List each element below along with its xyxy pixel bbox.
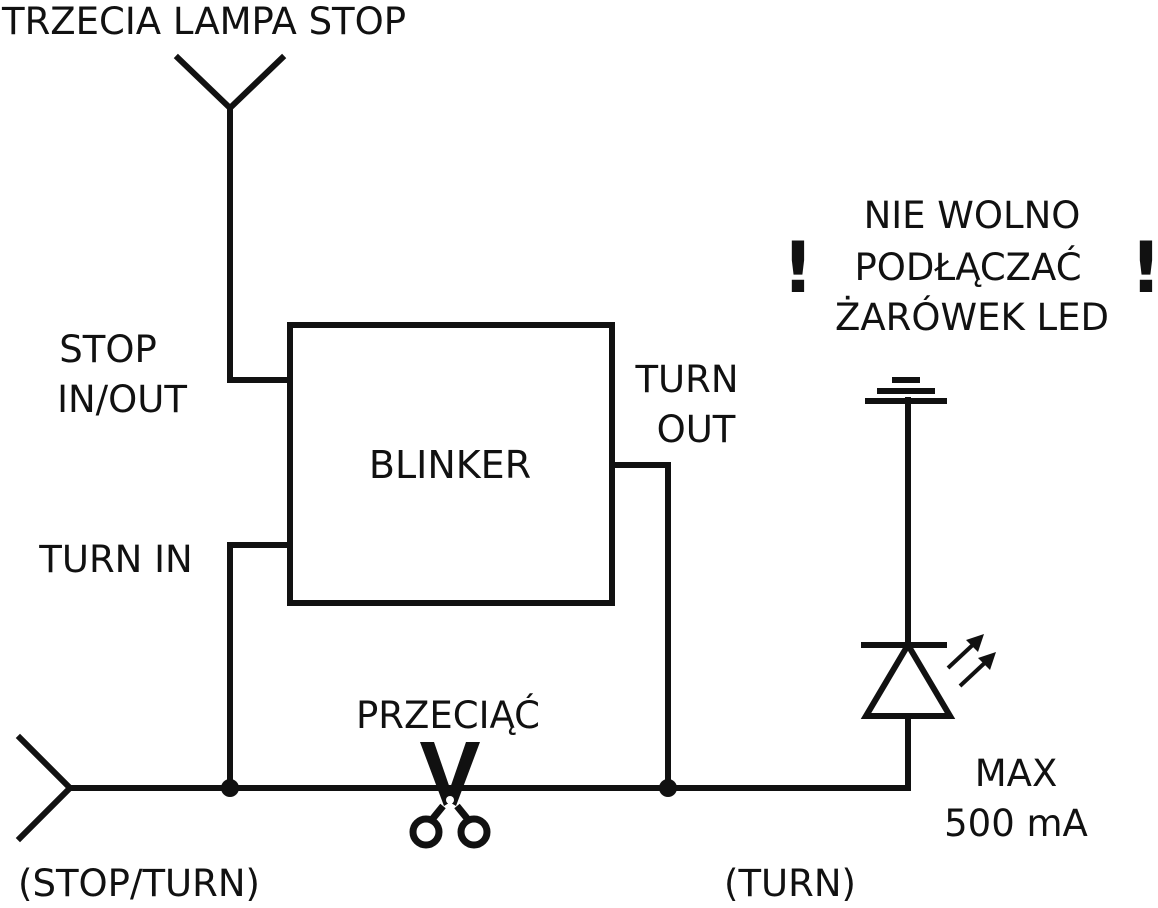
third-brake-light-connector-icon [173, 53, 293, 383]
warning-label-line2: PODŁĄCZAĆ [854, 245, 1081, 289]
led-diode-icon [860, 634, 996, 719]
turn-out-label-line1: TURN [634, 358, 738, 401]
stop-turn-connector-icon [15, 733, 75, 843]
junction-dot-left [221, 779, 239, 797]
max-current-label-line2: 500 mA [944, 802, 1088, 845]
warning-exclamation-right-icon: ! [1130, 227, 1158, 309]
turn-in-wire [227, 542, 293, 791]
stop-in-out-label-line1: STOP [59, 328, 157, 371]
turn-in-label: TURN IN [38, 538, 192, 581]
junction-dot-right [659, 779, 677, 797]
warning-label-line1: NIE WOLNO [864, 194, 1081, 237]
turn-label: (TURN) [724, 862, 856, 905]
ground-icon [865, 377, 947, 404]
scissors-icon [409, 742, 491, 849]
third-brake-light-label: TRZECIA LAMPA STOP [1, 0, 406, 43]
stop-turn-label: (STOP/TURN) [18, 862, 260, 905]
max-current-label-line1: MAX [975, 752, 1058, 795]
blinker-label: BLINKER [369, 443, 531, 487]
cut-label: PRZECIĄĆ [356, 693, 540, 737]
turn-out-wire [609, 462, 671, 791]
stop-in-out-label-line2: IN/OUT [57, 378, 187, 421]
warning-exclamation-left-icon: ! [782, 227, 814, 309]
warning-label-line3: ŻARÓWEK LED [835, 295, 1109, 339]
turn-out-label-line2: OUT [657, 408, 736, 451]
